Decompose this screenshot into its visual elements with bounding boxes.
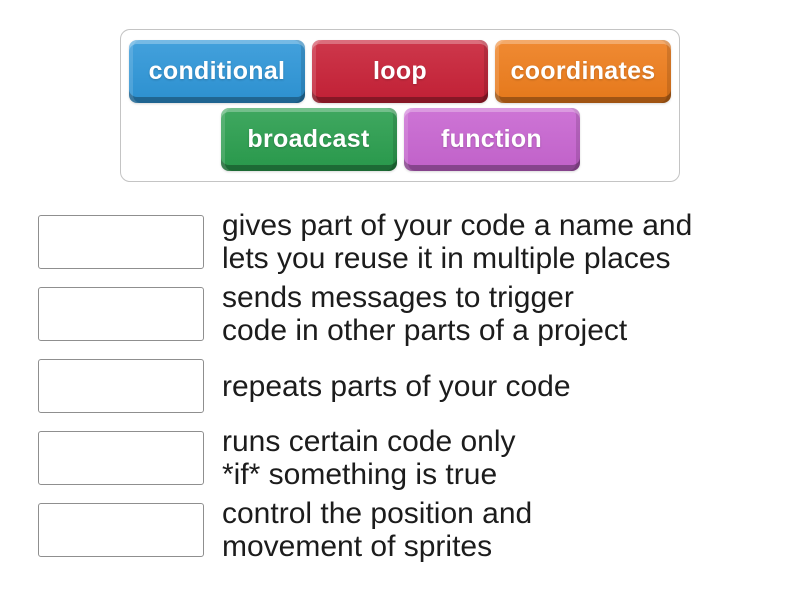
- definition-line: *if* something is true: [222, 458, 498, 491]
- answer-slot-4[interactable]: [38, 431, 204, 485]
- definition-line: runs certain code only: [222, 425, 516, 458]
- tile-broadcast[interactable]: broadcast: [220, 108, 397, 171]
- definition-text: control the position and movement of spr…: [222, 497, 532, 563]
- definition-text: runs certain code only *if* something is…: [222, 425, 516, 491]
- answer-slot-3[interactable]: [38, 359, 204, 413]
- tile-label: loop: [373, 57, 427, 85]
- answer-slot-1[interactable]: [38, 215, 204, 269]
- tile-function[interactable]: function: [403, 108, 580, 171]
- tile-conditional[interactable]: conditional: [129, 40, 305, 103]
- definition-line: gives part of your code a name and: [222, 209, 693, 242]
- tile-coordinates[interactable]: coordinates: [495, 40, 671, 103]
- match-row: repeats parts of your code: [38, 359, 800, 413]
- match-row: gives part of your code a name and lets …: [38, 209, 800, 275]
- definition-line: code in other parts of a project: [222, 314, 628, 347]
- match-row: runs certain code only *if* something is…: [38, 425, 800, 491]
- word-bank-row-1: conditional loop coordinates: [129, 40, 671, 103]
- match-list: gives part of your code a name and lets …: [38, 209, 800, 563]
- definition-line: movement of sprites: [222, 530, 493, 563]
- word-bank: conditional loop coordinates broadcast f…: [120, 29, 680, 182]
- definition-line: repeats parts of your code: [222, 369, 571, 403]
- word-bank-row-2: broadcast function: [220, 108, 580, 171]
- tile-label: conditional: [148, 57, 286, 85]
- definition-text: sends messages to trigger code in other …: [222, 281, 627, 347]
- definition-text: repeats parts of your code: [222, 370, 571, 403]
- tile-label: broadcast: [247, 125, 370, 153]
- definition-text: gives part of your code a name and lets …: [222, 209, 692, 275]
- definition-line: control the position and: [222, 497, 533, 530]
- answer-slot-2[interactable]: [38, 287, 204, 341]
- tile-loop[interactable]: loop: [312, 40, 488, 103]
- answer-slot-5[interactable]: [38, 503, 204, 557]
- tile-label: function: [441, 125, 542, 153]
- match-row: control the position and movement of spr…: [38, 497, 800, 563]
- definition-line: lets you reuse it in multiple places: [222, 242, 671, 275]
- match-row: sends messages to trigger code in other …: [38, 281, 800, 347]
- tile-label: coordinates: [510, 57, 656, 85]
- definition-line: sends messages to trigger: [222, 281, 574, 314]
